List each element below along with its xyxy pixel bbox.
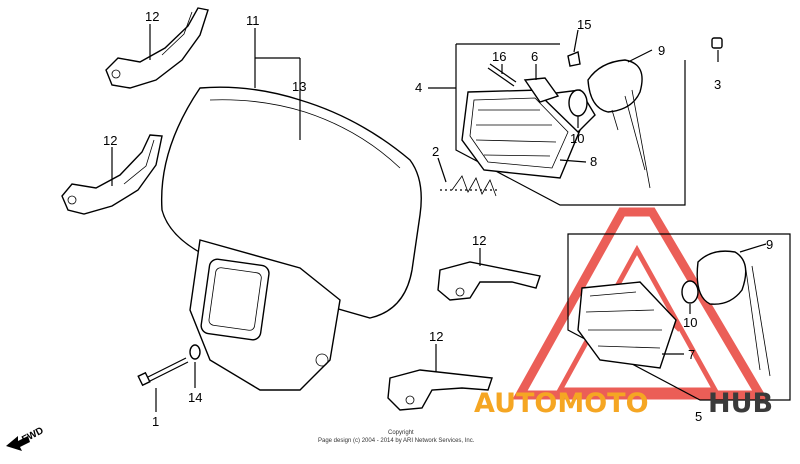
bracket-upper-left	[105, 7, 209, 89]
callout-9a: 9	[658, 43, 665, 58]
callout-3: 3	[714, 77, 721, 92]
callout-12c: 12	[472, 233, 486, 248]
callout-6: 6	[531, 49, 538, 64]
callout-14: 14	[188, 390, 202, 405]
grommet	[567, 51, 581, 67]
copyright-title: Copyright	[388, 430, 414, 436]
lower-headlight-assembly	[567, 233, 791, 401]
direction-label: FWD	[20, 425, 45, 445]
bracket-middle-left	[61, 134, 163, 215]
forward-arrow-icon	[6, 436, 30, 451]
callout-12a: 12	[145, 9, 159, 24]
callout-10b: 10	[683, 315, 697, 330]
callout-8: 8	[590, 154, 597, 169]
watermark-text-primary: AUTOMOTO	[474, 388, 649, 419]
leader-lines	[111, 24, 767, 412]
callout-9b: 9	[766, 237, 773, 252]
copyright-notice: Page design (c) 2004 - 2014 by ARI Netwo…	[318, 438, 475, 444]
bracket-middle-right	[437, 261, 541, 301]
adjusting-spring	[440, 175, 498, 197]
washer	[189, 344, 201, 360]
watermark-text-secondary: HUB	[708, 388, 773, 419]
upper-headlight-assembly	[455, 43, 686, 206]
callout-10a: 10	[570, 131, 584, 146]
callout-4: 4	[415, 80, 422, 95]
callout-1: 1	[152, 414, 159, 429]
headlight-cowl	[160, 86, 422, 391]
callout-13: 13	[292, 79, 306, 94]
callout-2: 2	[432, 144, 439, 159]
callout-7: 7	[688, 347, 695, 362]
bolt	[137, 357, 189, 387]
callout-5: 5	[695, 409, 702, 424]
callout-12d: 12	[429, 329, 443, 344]
nut-icon	[711, 37, 723, 49]
callout-15: 15	[577, 17, 591, 32]
callout-11: 11	[246, 13, 260, 28]
callout-12b: 12	[103, 133, 117, 148]
screw	[487, 63, 517, 87]
bracket-lower	[387, 369, 493, 411]
callout-16: 16	[492, 49, 506, 64]
